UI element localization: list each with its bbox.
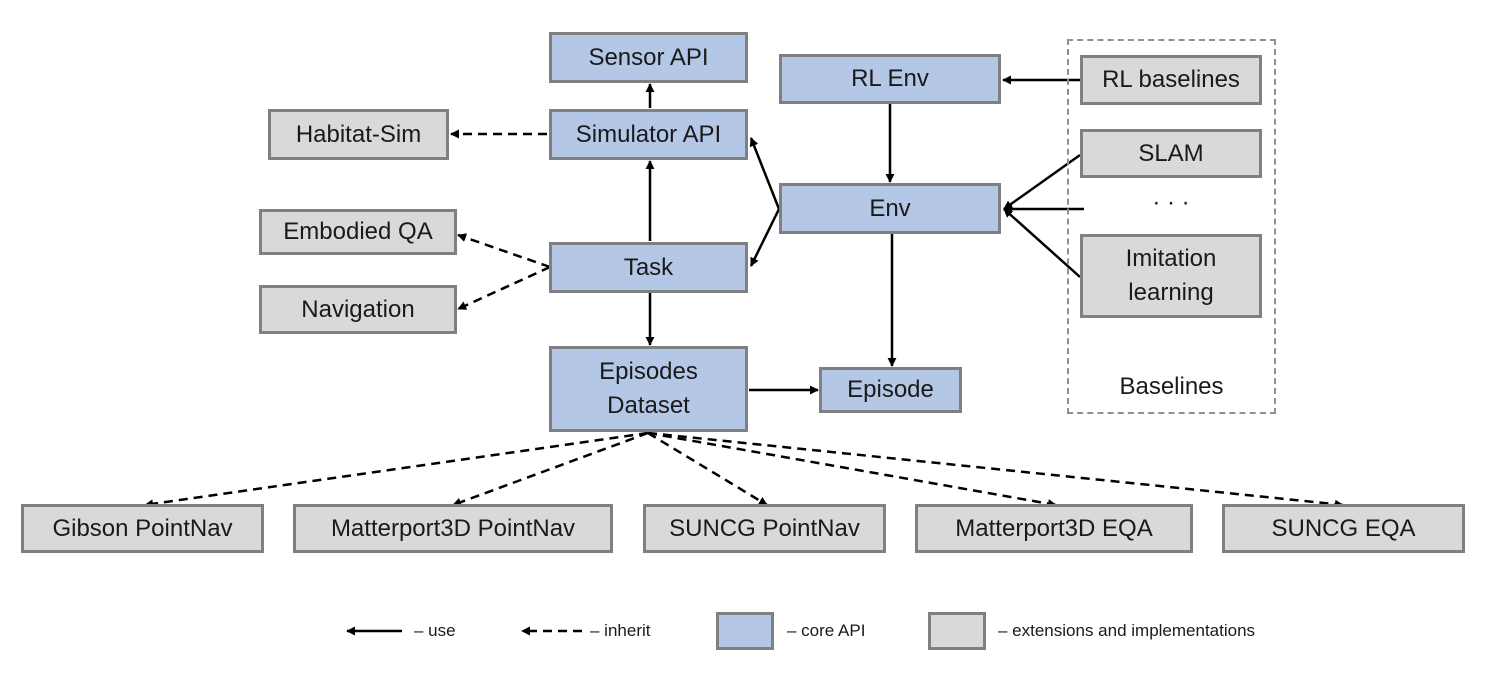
legend-use-label: – use (414, 621, 456, 640)
rl-baselines-node: RL baselines (1080, 55, 1262, 105)
legend-core-label: – core API (787, 621, 866, 640)
baselines-group-label: Baselines (1119, 373, 1224, 400)
dataset-gibson-pointnav: Gibson PointNav (21, 504, 264, 553)
episode-node: Episode (819, 367, 962, 413)
legend-core-swatch (716, 612, 774, 650)
edge-task-to-embodied-qa (457, 233, 551, 269)
edge-dataset-to-suncg-pointnav (647, 431, 768, 507)
legend-extensions-swatch (928, 612, 986, 650)
edge-dataset-to-matterport3d-pointnav (452, 431, 649, 507)
edge-env-to-task (749, 208, 781, 267)
imitation-learning-line-2: learning (1128, 279, 1214, 306)
env-node: Env (779, 183, 1001, 234)
dataset-matterport3d-pointnav: Matterport3D PointNav (293, 504, 613, 553)
edge-dataset-to-suncg-eqa (647, 431, 1344, 509)
embodied-qa-node: Embodied QA (259, 209, 457, 255)
dataset-matterport3d-eqa: Matterport3D EQA (915, 504, 1193, 553)
habitat-sim-node: Habitat-Sim (268, 109, 449, 160)
baselines-group (1067, 39, 1276, 414)
navigation-node: Navigation (259, 285, 457, 334)
episodes-dataset-line-1: Episodes (599, 358, 698, 385)
edge-env-to-simulator (749, 137, 781, 210)
imitation-learning-node: Imitation learning (1080, 234, 1262, 318)
slam-node: SLAM (1080, 129, 1262, 178)
edge-dataset-to-matterport3d-eqa (647, 431, 1057, 509)
imitation-learning-line-1: Imitation (1125, 245, 1217, 272)
rl-env-node: RL Env (779, 54, 1001, 104)
edge-task-to-navigation (457, 265, 551, 311)
task-node: Task (549, 242, 748, 293)
sensor-api-node: Sensor API (549, 32, 748, 83)
dataset-suncg-eqa: SUNCG EQA (1222, 504, 1465, 553)
legend-extensions-label: – extensions and implementations (998, 621, 1256, 640)
dataset-suncg-pointnav: SUNCG PointNav (643, 504, 886, 553)
episodes-dataset-line-2: Dataset (607, 392, 690, 419)
edge-dataset-to-gibson-pointnav (144, 431, 649, 509)
simulator-api-node: Simulator API (549, 109, 748, 160)
episodes-dataset-node: Episodes Dataset (549, 346, 748, 432)
ellipsis-label: · · · (1152, 189, 1190, 216)
legend-inherit-label: – inherit (590, 621, 651, 640)
